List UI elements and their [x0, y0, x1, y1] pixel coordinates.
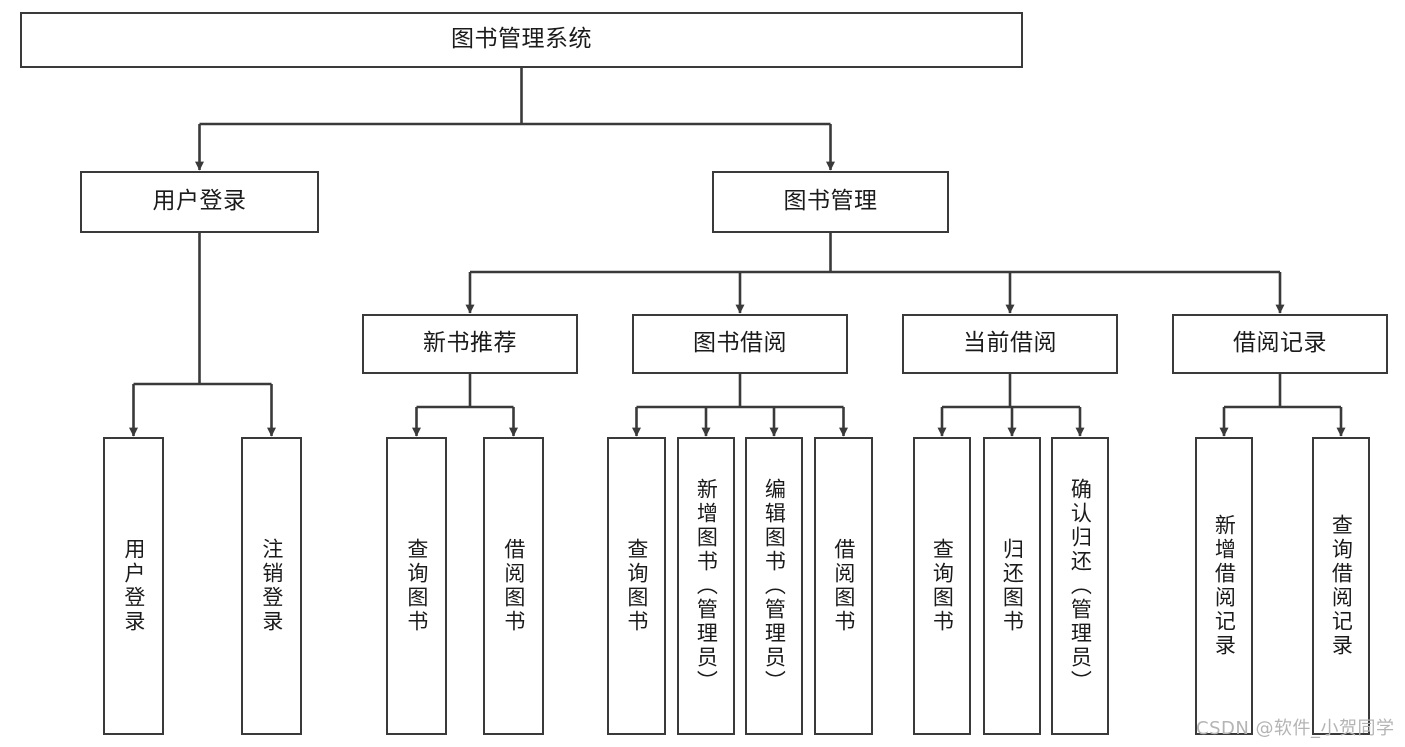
node-label: 新增借阅记录 [1212, 514, 1237, 658]
node-label: 图书借阅 [693, 330, 787, 357]
node-root[interactable]: 图书管理系统 [20, 12, 1023, 68]
node-label: 归还图书 [1000, 538, 1025, 634]
node-label: 查询图书 [404, 538, 429, 634]
node-l2_1[interactable]: 图书管理 [712, 171, 949, 233]
node-leaf_2[interactable]: 查询图书 [386, 437, 447, 735]
node-leaf_11[interactable]: 新增借阅记录 [1195, 437, 1253, 735]
node-label: 用户登录 [121, 538, 146, 634]
node-label: 当前借阅 [963, 330, 1057, 357]
node-leaf_3[interactable]: 借阅图书 [483, 437, 544, 735]
node-label: 查询图书 [930, 538, 955, 634]
node-label: 新增图书（管理员） [694, 478, 719, 694]
node-leaf_10[interactable]: 确认归还（管理员） [1051, 437, 1109, 735]
node-l3_0[interactable]: 新书推荐 [362, 314, 578, 374]
node-label: 编辑图书（管理员） [762, 478, 787, 694]
node-leaf_7[interactable]: 借阅图书 [814, 437, 873, 735]
node-l3_3[interactable]: 借阅记录 [1172, 314, 1388, 374]
csdn-watermark: CSDN @软件_小贺同学 [1196, 718, 1395, 739]
node-leaf_8[interactable]: 查询图书 [913, 437, 971, 735]
node-l2_0[interactable]: 用户登录 [80, 171, 319, 233]
node-leaf_0[interactable]: 用户登录 [103, 437, 164, 735]
node-label: 借阅图书 [501, 538, 526, 634]
node-label: 查询图书 [624, 538, 649, 634]
node-leaf_9[interactable]: 归还图书 [983, 437, 1041, 735]
node-label: 确认归还（管理员） [1068, 478, 1093, 694]
node-label: 图书管理 [783, 188, 878, 215]
node-label: 新书推荐 [423, 330, 517, 357]
node-label: 注销登录 [259, 538, 284, 634]
node-leaf_4[interactable]: 查询图书 [607, 437, 666, 735]
node-label: 查询借阅记录 [1329, 514, 1354, 658]
node-l3_1[interactable]: 图书借阅 [632, 314, 848, 374]
node-leaf_1[interactable]: 注销登录 [241, 437, 302, 735]
node-leaf_12[interactable]: 查询借阅记录 [1312, 437, 1370, 735]
node-label: 用户登录 [152, 188, 247, 215]
node-leaf_5[interactable]: 新增图书（管理员） [677, 437, 735, 735]
node-leaf_6[interactable]: 编辑图书（管理员） [745, 437, 803, 735]
node-label: 借阅图书 [831, 538, 856, 634]
node-label: 借阅记录 [1233, 330, 1327, 357]
node-label: 图书管理系统 [451, 26, 592, 53]
node-l3_2[interactable]: 当前借阅 [902, 314, 1118, 374]
